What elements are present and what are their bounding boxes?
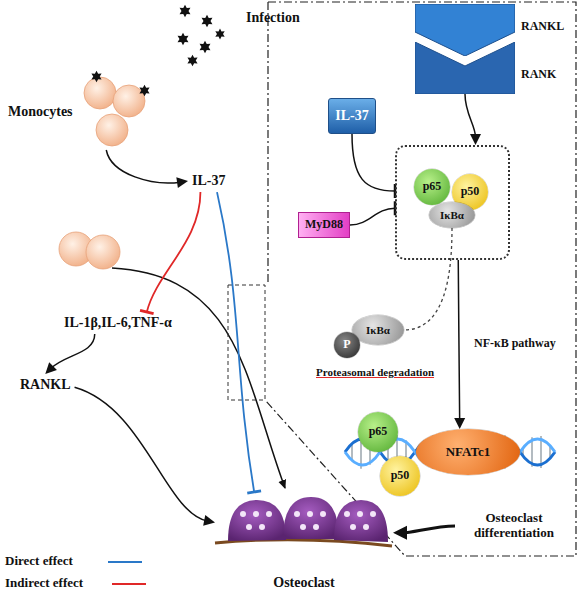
node-text: Osteoclast differentiation: [459, 511, 569, 541]
osteoclast-cells: [228, 497, 388, 542]
text-node: RANKL: [16, 374, 75, 396]
node-text: IL-37: [335, 108, 368, 124]
text-node: IL-1β,IL-6,TNF-α: [60, 312, 176, 334]
molecule-circle: P: [334, 332, 360, 358]
annotation-label: Infection: [246, 10, 300, 26]
receptor-shape: RANKL: [415, 4, 515, 56]
molecule-circle: IκBα: [352, 315, 404, 345]
node-text: RANKL: [521, 20, 564, 34]
node-text: p65: [369, 425, 388, 439]
process-box: MyD88: [298, 212, 350, 238]
connector: [45, 334, 94, 374]
node-text: RANKL: [20, 377, 71, 393]
pathogen-stars: [178, 5, 225, 67]
connector: [106, 150, 188, 188]
node-text: NFATc1: [446, 445, 491, 460]
node-text: P: [343, 338, 350, 352]
node-text: IL-37: [192, 173, 225, 189]
node-text: MyD88: [305, 218, 343, 232]
process-box: IL-37: [328, 98, 376, 134]
process-box: NF-κB pathwayp65p50IκBα: [395, 145, 510, 260]
receptor-shape: RANK: [415, 42, 515, 94]
connector: [75, 387, 215, 526]
node-text: IL-1β,IL-6,TNF-α: [64, 315, 172, 331]
node-text: Monocytes: [8, 104, 73, 120]
text-node: Osteoclast differentiation: [455, 508, 573, 544]
node-text: p65: [423, 180, 442, 194]
process-box: Monocytes: [5, 75, 140, 150]
node-text: NF-κB pathway: [474, 337, 556, 351]
node-text: IκBα: [366, 324, 390, 337]
differentiation-line: [112, 268, 285, 488]
precursor-cells: [59, 232, 120, 269]
connector: [140, 192, 200, 314]
process-box: Osteoclast: [215, 492, 393, 594]
molecule-circle: p50: [380, 456, 420, 496]
molecule-circle: p65: [358, 412, 398, 452]
receptor-outline: [415, 4, 515, 56]
molecule-circle: IκBα: [429, 202, 475, 228]
node-text: p50: [391, 469, 410, 483]
legend-line-direct: [108, 561, 142, 563]
connector: [393, 526, 455, 540]
connector: [217, 192, 261, 493]
node-text: Osteoclast: [273, 575, 334, 591]
monocyte-cells: [84, 71, 150, 146]
connector: [465, 94, 481, 145]
legend-line-indirect: [112, 583, 146, 585]
legend-text: Direct effect: [5, 553, 73, 569]
node-text: RANK: [521, 68, 556, 82]
node-text: IκBα: [440, 209, 464, 222]
legend-text: Indirect effect: [5, 575, 83, 591]
connector: [350, 201, 395, 225]
receptor-outline: [415, 42, 515, 94]
node-text: p50: [461, 185, 480, 199]
connector: [454, 260, 465, 429]
zoom-panel: [265, 2, 576, 556]
connector: [404, 228, 452, 330]
text-node: IL-37: [188, 170, 229, 192]
connector: [352, 134, 395, 198]
molecule-circle: p65: [414, 169, 450, 205]
annotation-label: Proteasomal degradation: [316, 366, 434, 378]
molecule-circle: NFATc1: [416, 429, 520, 475]
